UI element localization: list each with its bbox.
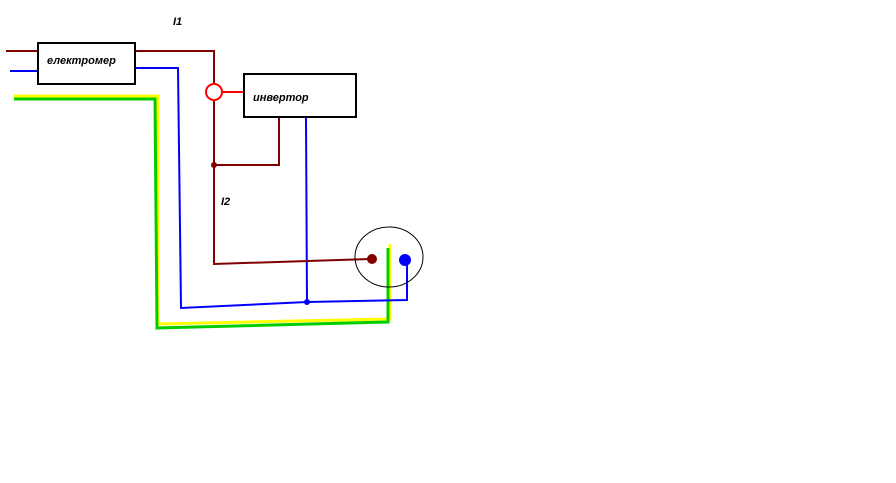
socket-icon	[354, 226, 424, 288]
neutral-wire	[10, 67, 408, 310]
phase-wire	[6, 50, 371, 266]
phase-junction-dot	[211, 162, 217, 168]
neutral-junction-dot	[304, 299, 310, 305]
current-i1-label: I1	[173, 16, 182, 28]
socket-phase-pin	[367, 254, 377, 264]
inverter-label: инвертор	[253, 92, 309, 104]
earth-wire	[14, 94, 392, 330]
socket-neutral-pin	[399, 254, 411, 266]
inverter-box: инвертор	[243, 73, 357, 118]
meter-label: електромер	[47, 55, 116, 67]
current-i2-label: I2	[221, 196, 230, 208]
current-clamp-ring-icon	[205, 83, 244, 101]
meter-box: електромер	[37, 42, 136, 85]
